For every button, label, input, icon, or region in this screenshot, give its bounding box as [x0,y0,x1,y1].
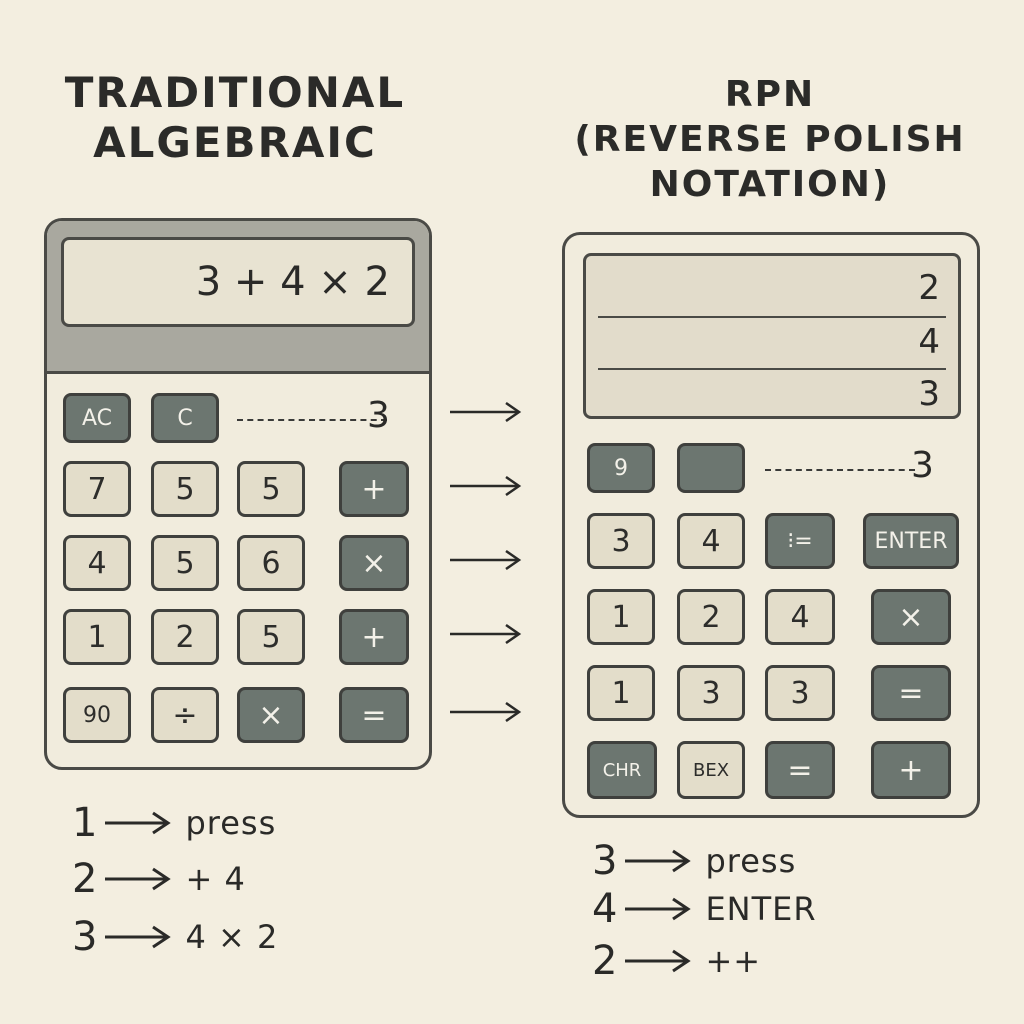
key-chr[interactable]: CHR [587,741,657,799]
right-title-line2: (REVERSE POLISH [574,119,966,160]
key-4[interactable]: 4 [63,535,131,591]
arrow-right-icon [625,897,692,921]
key-3[interactable]: 3 [765,665,835,721]
right-title-line3: NOTATION) [649,164,891,205]
key-plus[interactable]: + [339,461,409,517]
key-multiply[interactable]: × [237,687,305,743]
key-5[interactable]: 5 [151,461,219,517]
arrow-right-icon [105,811,172,835]
key-6[interactable]: 6 [237,535,305,591]
key-c[interactable]: C [151,393,219,443]
algebraic-step-3: 3 4 × 2 [72,914,278,960]
key-plus[interactable]: + [871,741,951,799]
key-3[interactable]: 3 [587,513,655,569]
stack-level-2: 4 [918,322,940,362]
left-title-line2: ALGEBRAIC [93,118,377,168]
rpn-dashed-value: 3 [911,445,934,486]
rpn-dashed-line [765,469,915,471]
left-title: TRADITIONAL ALGEBRAIC [30,68,440,169]
step-number: 2 [72,856,98,902]
algebraic-dashed-line [237,419,387,421]
arrow-right-icon [105,867,172,891]
step-number: 3 [72,914,98,960]
arrow-right-icon [450,623,522,645]
key-4[interactable]: 4 [677,513,745,569]
right-title: RPN (REVERSE POLISH NOTATION) [560,72,980,207]
step-number: 2 [592,938,618,984]
arrow-right-icon [625,849,692,873]
step-text: ENTER [705,890,817,928]
key-equals[interactable]: = [871,665,951,721]
step-text: ++ [705,942,762,980]
stack-divider [598,316,946,318]
arrow-right-icon [450,401,522,423]
algebraic-display-text: 3 + 4 × 2 [195,259,390,305]
key-blank[interactable] [677,443,745,493]
key-9[interactable]: 9 [587,443,655,493]
key-1[interactable]: 1 [587,589,655,645]
key-multiply[interactable]: × [871,589,951,645]
key-bex[interactable]: BEX [677,741,745,799]
key-4[interactable]: 4 [765,589,835,645]
algebraic-step-1: 1 press [72,800,276,846]
key-1[interactable]: 1 [587,665,655,721]
step-text: 4 × 2 [185,918,279,956]
algebraic-dashed-value: 3 [367,395,390,436]
algebraic-display: 3 + 4 × 2 [61,237,415,327]
key-5[interactable]: 5 [151,535,219,591]
stack-divider [598,368,946,370]
arrow-right-icon [450,549,522,571]
step-number: 4 [592,886,618,932]
key-5[interactable]: 5 [237,609,305,665]
key-equals[interactable]: = [339,687,409,743]
key-90[interactable]: 90 [63,687,131,743]
algebraic-step-2: 2 + 4 [72,856,246,902]
key-5[interactable]: 5 [237,461,305,517]
arrow-right-icon [105,925,172,949]
key-3[interactable]: 3 [677,665,745,721]
step-text: press [705,842,797,880]
stack-level-1: 2 [918,268,940,308]
key-divide[interactable]: ÷ [151,687,219,743]
rpn-step-3: 2 ++ [592,938,761,984]
key-multiply[interactable]: × [339,535,409,591]
rpn-stack-display: 2 4 3 [583,253,961,419]
left-title-line1: TRADITIONAL [64,68,406,117]
step-number: 1 [72,800,98,846]
rpn-step-2: 4 ENTER [592,886,817,932]
key-7[interactable]: 7 [63,461,131,517]
algebraic-calculator: 3 + 4 × 2 AC C 7 5 5 + 4 5 6 × 1 2 5 + 9… [44,218,432,770]
key-1[interactable]: 1 [63,609,131,665]
step-text: + 4 [185,860,246,898]
arrow-right-icon [625,949,692,973]
step-number: 3 [592,838,618,884]
key-enter[interactable]: ENTER [863,513,959,569]
rpn-step-1: 3 press [592,838,796,884]
key-2[interactable]: 2 [677,589,745,645]
key-function[interactable]: ⁝= [765,513,835,569]
key-equals[interactable]: = [765,741,835,799]
step-text: press [185,804,277,842]
key-2[interactable]: 2 [151,609,219,665]
key-plus[interactable]: + [339,609,409,665]
right-title-line1: RPN [724,74,816,115]
arrow-right-icon [450,701,522,723]
stack-level-3: 3 [918,374,940,414]
key-ac[interactable]: AC [63,393,131,443]
arrow-right-icon [450,475,522,497]
rpn-calculator: 2 4 3 9 3 4 ⁝= ENTER 1 2 4 × 1 3 3 = CHR… [562,232,980,818]
